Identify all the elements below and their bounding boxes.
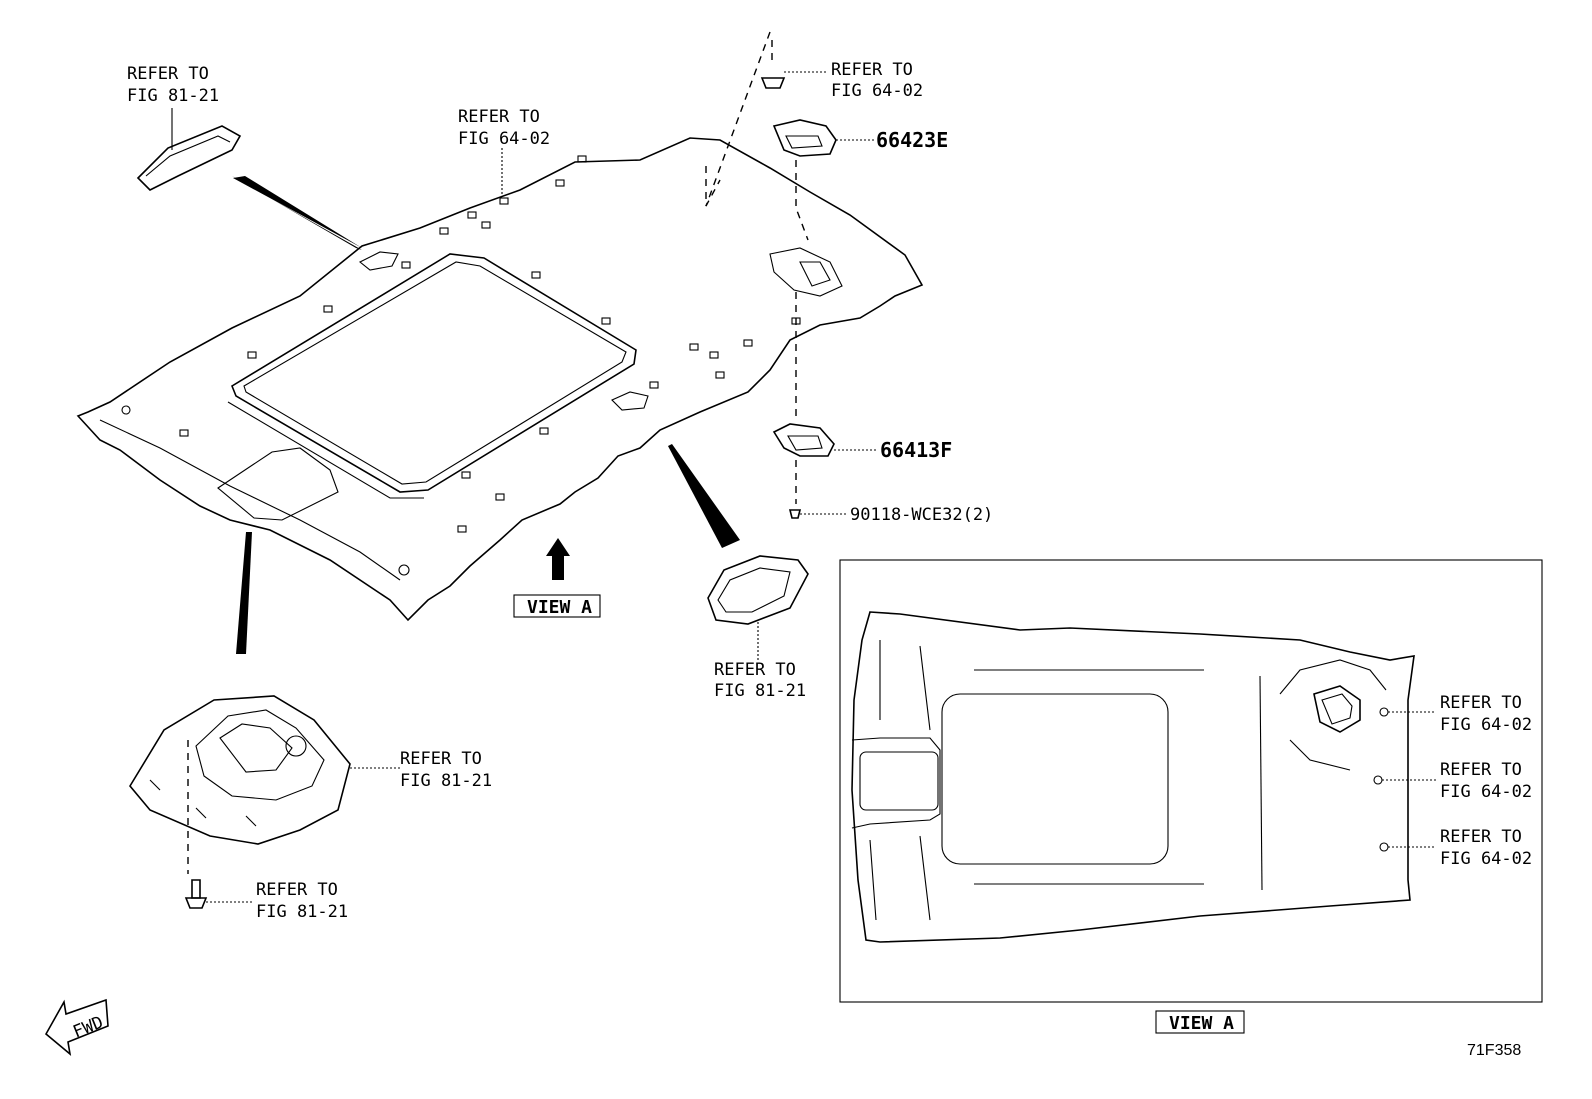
view-a-inset-frame xyxy=(839,559,1543,1003)
callout-inset1-line1: REFER TO xyxy=(1440,693,1522,713)
callout-console-line2: FIG 81-21 xyxy=(400,771,492,791)
part-number-66413F: 66413F xyxy=(880,438,952,462)
callout-top-left-line2: FIG 81-21 xyxy=(127,86,219,106)
callout-center-lamp-line2: FIG 81-21 xyxy=(714,681,806,701)
view-a-inset-box xyxy=(1155,1010,1245,1034)
view-a-inset-headliner xyxy=(851,611,1436,943)
fwd-label: FWD xyxy=(70,1012,106,1042)
callout-top-right-line1: REFER TO xyxy=(831,60,913,80)
map-lamp-upper-left xyxy=(136,108,362,250)
headliner-panel xyxy=(76,137,924,622)
view-a-inset-label: VIEW A xyxy=(1169,1013,1234,1034)
vanity-lamp-66423E xyxy=(705,31,874,241)
callout-inset1-line2: FIG 64-02 xyxy=(1440,715,1532,735)
callout-top-center-line2: FIG 64-02 xyxy=(458,129,550,149)
callout-inset3-line2: FIG 64-02 xyxy=(1440,849,1532,869)
callout-center-lamp-line1: REFER TO xyxy=(714,660,796,680)
overhead-console-lamp xyxy=(129,532,400,909)
callout-screw-line2: FIG 81-21 xyxy=(256,902,348,922)
view-a-main-box xyxy=(513,594,601,618)
callout-top-left-line1: REFER TO xyxy=(127,64,209,84)
callout-top-right-line2: FIG 64-02 xyxy=(831,81,923,101)
callout-console-line1: REFER TO xyxy=(400,749,482,769)
part-number-66423E: 66423E xyxy=(876,128,948,152)
callout-inset2-line1: REFER TO xyxy=(1440,760,1522,780)
vanity-lamp-66413F xyxy=(772,292,876,519)
fwd-arrow-icon xyxy=(44,998,109,1056)
callout-inset2-line2: FIG 64-02 xyxy=(1440,782,1532,802)
figure-code: 71F358 xyxy=(1467,1042,1521,1059)
view-a-main-label: VIEW A xyxy=(527,597,592,618)
view-a-arrow xyxy=(546,538,570,580)
part-number-screw: 90118-WCE32(2) xyxy=(850,505,993,525)
rear-lamp-center xyxy=(668,444,809,662)
callout-screw-line1: REFER TO xyxy=(256,880,338,900)
callout-inset3-line1: REFER TO xyxy=(1440,827,1522,847)
clip-top-right xyxy=(760,40,826,89)
callout-top-center-line1: REFER TO xyxy=(458,107,540,127)
